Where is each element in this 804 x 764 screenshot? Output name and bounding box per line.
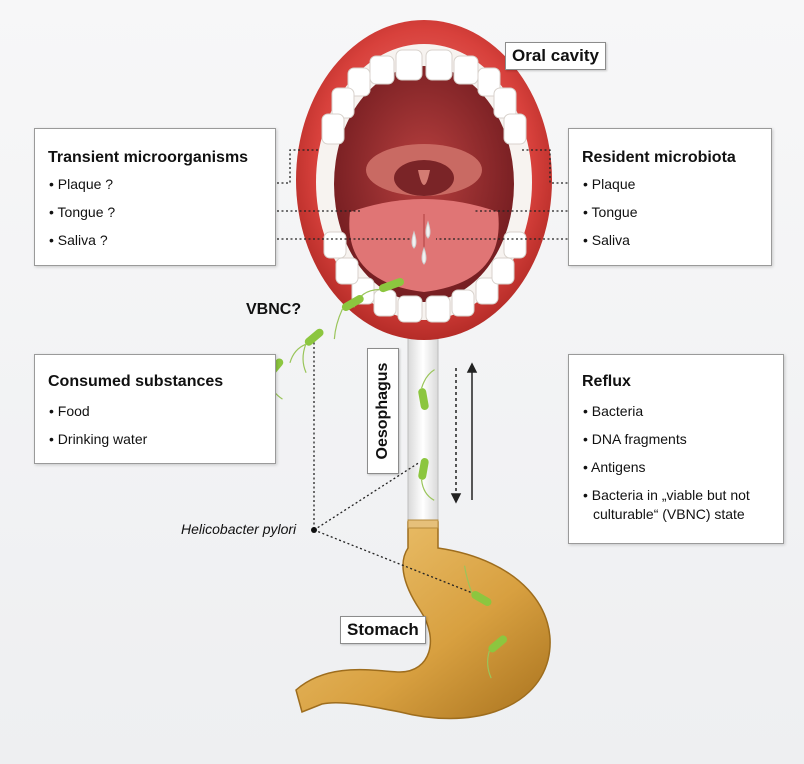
reflux-item-vbnc-line1: • Bacteria in „viable but not bbox=[583, 485, 750, 505]
reflux-item-vbnc-line2: culturable“ (VBNC) state bbox=[593, 504, 745, 524]
reflux-title: Reflux bbox=[582, 373, 631, 391]
consumed-title: Consumed substances bbox=[48, 373, 223, 391]
resident-item-saliva: • Saliva bbox=[583, 230, 630, 250]
consumed-substances-box: Consumed substances • Food • Drinking wa… bbox=[34, 354, 276, 464]
oral-cavity-label: Oral cavity bbox=[505, 42, 606, 70]
transient-item-tongue: • Tongue ? bbox=[49, 202, 115, 222]
reflux-arrows bbox=[452, 364, 476, 502]
transient-title: Transient microorganisms bbox=[48, 149, 248, 167]
reflux-item-dna: • DNA fragments bbox=[583, 429, 687, 449]
helicobacter-point bbox=[311, 527, 317, 533]
resident-title: Resident microbiota bbox=[582, 149, 736, 167]
consumed-item-water: • Drinking water bbox=[49, 429, 147, 449]
oesophagus-tube bbox=[408, 330, 438, 525]
oesophagus-label-box: Oesophagus bbox=[367, 348, 399, 474]
oesophagus-label: Oesophagus bbox=[374, 363, 392, 460]
stomach-label: Stomach bbox=[340, 616, 426, 644]
reflux-box: Reflux • Bacteria • DNA fragments • Anti… bbox=[568, 354, 784, 544]
vbnc-label: VBNC? bbox=[246, 301, 301, 319]
resident-microbiota-box: Resident microbiota • Plaque • Tongue • … bbox=[568, 128, 772, 266]
bacterium bbox=[285, 327, 337, 376]
reflux-item-antigens: • Antigens bbox=[583, 457, 646, 477]
transient-item-saliva: • Saliva ? bbox=[49, 230, 108, 250]
consumed-item-food: • Food bbox=[49, 401, 90, 421]
helicobacter-label: Helicobacter pylori bbox=[181, 521, 296, 537]
transient-item-plaque: • Plaque ? bbox=[49, 174, 113, 194]
resident-item-plaque: • Plaque bbox=[583, 174, 635, 194]
transient-microorganisms-box: Transient microorganisms • Plaque ? • To… bbox=[34, 128, 276, 266]
resident-item-tongue: • Tongue bbox=[583, 202, 637, 222]
reflux-item-bacteria: • Bacteria bbox=[583, 401, 643, 421]
